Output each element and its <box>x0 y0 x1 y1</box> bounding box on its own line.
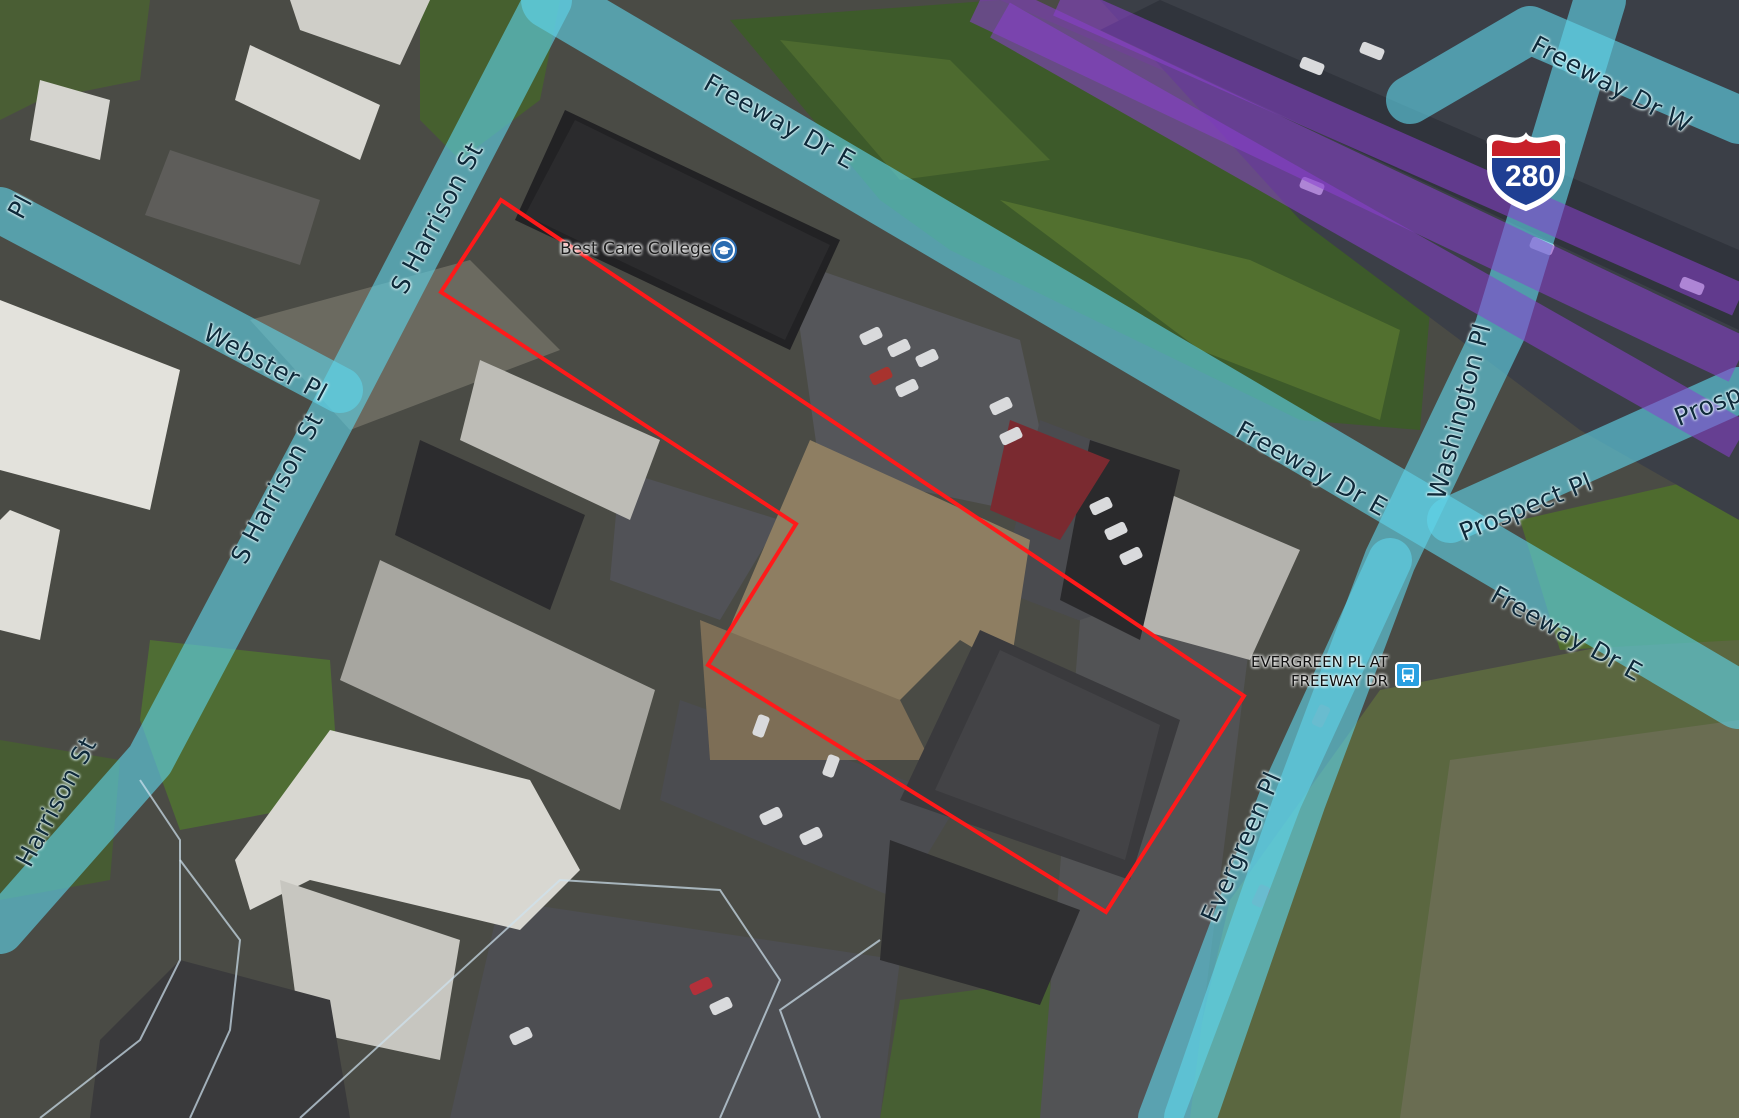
buildings <box>0 0 1300 1118</box>
graduation-cap-icon[interactable] <box>711 237 737 263</box>
interstate-shield-number: 280 <box>1504 160 1556 193</box>
highway-overlays <box>969 0 1739 458</box>
bus-stop-label[interactable]: EVERGREEN PL AT FREEWAY DR <box>1222 653 1388 691</box>
interstate-280-shield-icon <box>1486 132 1566 212</box>
parcel-lines <box>39 779 881 1118</box>
bus-stop-line1: EVERGREEN PL AT <box>1250 653 1388 671</box>
poi-best-care-college-label[interactable]: Best Care College <box>560 239 712 259</box>
property-boundary[interactable] <box>438 197 1247 915</box>
bus-stop-line2: FREEWAY DR <box>1290 672 1388 690</box>
bus-icon[interactable] <box>1395 662 1421 688</box>
